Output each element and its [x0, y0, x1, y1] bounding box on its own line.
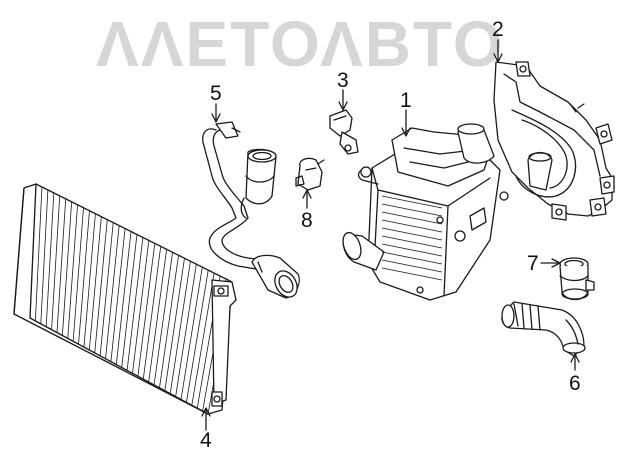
callout-2: 2 [492, 18, 504, 41]
callout-3: 3 [337, 69, 349, 92]
watermark-text: ΛΛΕΤΟΛΒΤΟ [96, 8, 505, 80]
part-6-lower-hose [501, 301, 586, 357]
callout-1: 1 [400, 89, 412, 112]
callout-4: 4 [200, 429, 212, 452]
part-3-sensor [329, 109, 359, 155]
part-1-intercooler [342, 123, 501, 301]
callout-7: 7 [527, 252, 539, 275]
callout-6: 6 [569, 372, 581, 395]
callout-5: 5 [210, 82, 222, 105]
part-7-coupling [559, 257, 595, 301]
leader-lines [201, 39, 580, 431]
callout-8: 8 [301, 209, 313, 232]
part-8-sensor [295, 157, 325, 191]
watermark-logo: ΛΛΕΤΟΛΒΤΟ [96, 4, 546, 84]
part-4-radiator [13, 183, 237, 415]
part-5-upper-hose [202, 121, 300, 299]
part-2-bracket [493, 61, 615, 221]
